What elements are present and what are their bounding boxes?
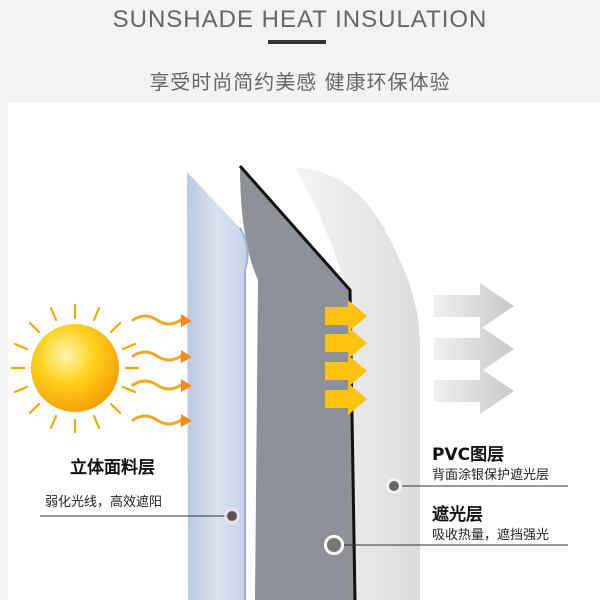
page-title: SUNSHADE HEAT INSULATION: [112, 6, 488, 33]
sun-icon: [10, 303, 140, 434]
heat-wave-arrow-icon: [131, 314, 183, 426]
pvc-layer-desc: 背面涂银保护遮光层: [432, 468, 550, 483]
callout-fabric: [40, 508, 240, 524]
yellow-arrow-icon: [325, 300, 367, 415]
page-subtitle: 享受时尚简约美感 健康环保体验: [149, 70, 451, 94]
shading-layer-title: 遮光层: [432, 505, 483, 525]
fabric-layer-title: 立体面料层: [70, 458, 155, 478]
fabric-layer-desc: 弱化光线，高效遮阳: [45, 495, 163, 510]
callout-pvc: [386, 478, 568, 494]
shading-layer-edge: [238, 165, 357, 600]
header: SUNSHADE HEAT INSULATION 享受时尚简约美感 健康环保体验: [0, 0, 600, 100]
heat-wave-arrowheads: [181, 314, 192, 427]
fabric-layer-edge: [239, 227, 249, 600]
callout-shading: [324, 535, 568, 555]
fabric-layer: [187, 172, 248, 600]
gray-arrow-icon: [434, 283, 514, 414]
shading-layer: [240, 166, 355, 600]
title-underline: [268, 40, 326, 44]
pvc-layer-title: PVC图层: [432, 445, 505, 465]
shading-layer-desc: 吸收热量，遮挡强光: [432, 528, 550, 543]
